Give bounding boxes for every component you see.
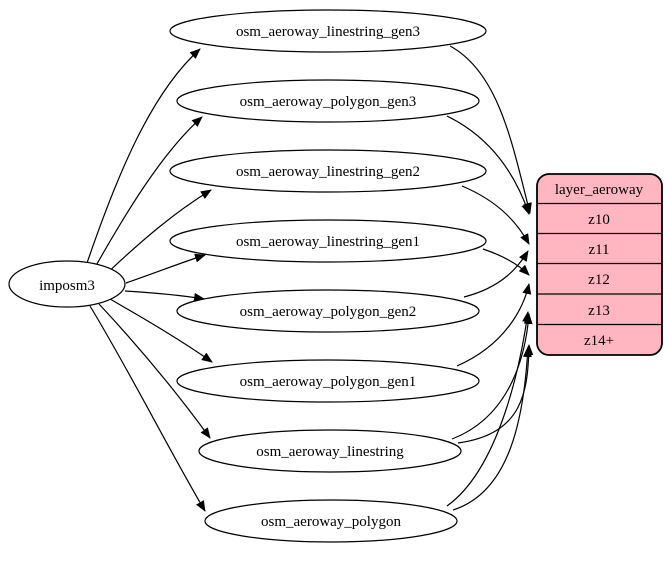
table-node-osm-aeroway-polygon-gen2: osm_aeroway_polygon_gen2 xyxy=(176,289,480,333)
edge-imposm3-to-osm-aeroway-linestring xyxy=(98,303,211,439)
layer-title: layer_aeroway xyxy=(555,182,644,198)
table-label: osm_aeroway_polygon_gen1 xyxy=(240,374,417,390)
table-label: osm_aeroway_linestring_gen3 xyxy=(236,24,420,40)
layer-record-background xyxy=(536,173,663,356)
edge-osm-aeroway-polygon-to-z14 xyxy=(452,346,532,511)
layer-record-node: layer_aeroway z10 z11 z12 z13 z14+ xyxy=(536,173,663,356)
imposm3-label: imposm3 xyxy=(39,278,95,294)
edge-imposm3-to-osm-aeroway-polygon-gen1 xyxy=(109,298,213,363)
edge-osm-aeroway-linestring-gen3-to-z10 xyxy=(449,45,532,214)
table-node-osm-aeroway-linestring: osm_aeroway_linestring xyxy=(198,429,462,473)
table-label: osm_aeroway_polygon xyxy=(261,514,401,530)
edge-imposm3-to-osm-aeroway-polygon-gen3 xyxy=(92,116,203,272)
layer-row-z13: z13 xyxy=(588,303,610,319)
edge-osm-aeroway-linestring-to-z13 xyxy=(451,313,533,440)
table-node-osm-aeroway-linestring-gen2: osm_aeroway_linestring_gen2 xyxy=(169,149,487,193)
edge-osm-aeroway-polygon-gen2-to-z11 xyxy=(463,250,529,298)
table-node-osm-aeroway-polygon-gen3: osm_aeroway_polygon_gen3 xyxy=(176,79,480,123)
edge-osm-aeroway-polygon-to-z13 xyxy=(446,311,532,507)
edges-tables-to-layer xyxy=(446,45,534,511)
table-ellipse xyxy=(176,289,480,333)
edge-imposm3-to-osm-aeroway-linestring-gen3 xyxy=(85,48,201,267)
table-node-osm-aeroway-polygon: osm_aeroway_polygon xyxy=(204,499,458,543)
edge-osm-aeroway-polygon-gen1-to-z12 xyxy=(456,283,532,367)
imposm3-ellipse xyxy=(8,260,126,308)
table-ellipse xyxy=(169,219,487,263)
layer-row-z10: z10 xyxy=(588,212,610,228)
edge-osm-aeroway-polygon-gen3-to-z10 xyxy=(446,115,531,215)
edge-imposm3-to-osm-aeroway-linestring-gen1 xyxy=(125,253,206,284)
source-node-imposm3: imposm3 xyxy=(8,260,126,308)
table-ellipse xyxy=(204,499,458,543)
table-label: osm_aeroway_polygon_gen3 xyxy=(240,94,417,110)
table-label: osm_aeroway_polygon_gen2 xyxy=(240,304,417,320)
table-ellipse xyxy=(169,149,487,193)
table-label: osm_aeroway_linestring_gen2 xyxy=(236,164,420,180)
table-node-osm-aeroway-linestring-gen1: osm_aeroway_linestring_gen1 xyxy=(169,219,487,263)
edge-osm-aeroway-linestring-to-z14 xyxy=(457,344,534,444)
edges-source-to-tables xyxy=(85,48,213,512)
edge-imposm3-to-osm-aeroway-polygon-gen2 xyxy=(124,290,205,302)
table-ellipse xyxy=(176,79,480,123)
table-ellipse xyxy=(198,429,462,473)
edge-imposm3-to-osm-aeroway-linestring-gen2 xyxy=(102,189,212,278)
table-ellipse xyxy=(176,359,480,403)
table-label: osm_aeroway_linestring xyxy=(256,444,404,460)
table-node-osm-aeroway-linestring-gen3: osm_aeroway_linestring_gen3 xyxy=(169,9,487,53)
layer-row-z12: z12 xyxy=(588,272,610,288)
layer-row-z14: z14+ xyxy=(584,333,614,349)
edge-osm-aeroway-linestring-gen1-to-z12 xyxy=(482,248,530,276)
table-label: osm_aeroway_linestring_gen1 xyxy=(236,234,420,250)
edge-imposm3-to-osm-aeroway-polygon xyxy=(89,305,206,512)
edge-osm-aeroway-linestring-gen2-to-z11 xyxy=(461,185,530,245)
table-node-osm-aeroway-polygon-gen1: osm_aeroway_polygon_gen1 xyxy=(176,359,480,403)
table-ellipse xyxy=(169,9,487,53)
layer-row-z11: z11 xyxy=(588,242,609,258)
